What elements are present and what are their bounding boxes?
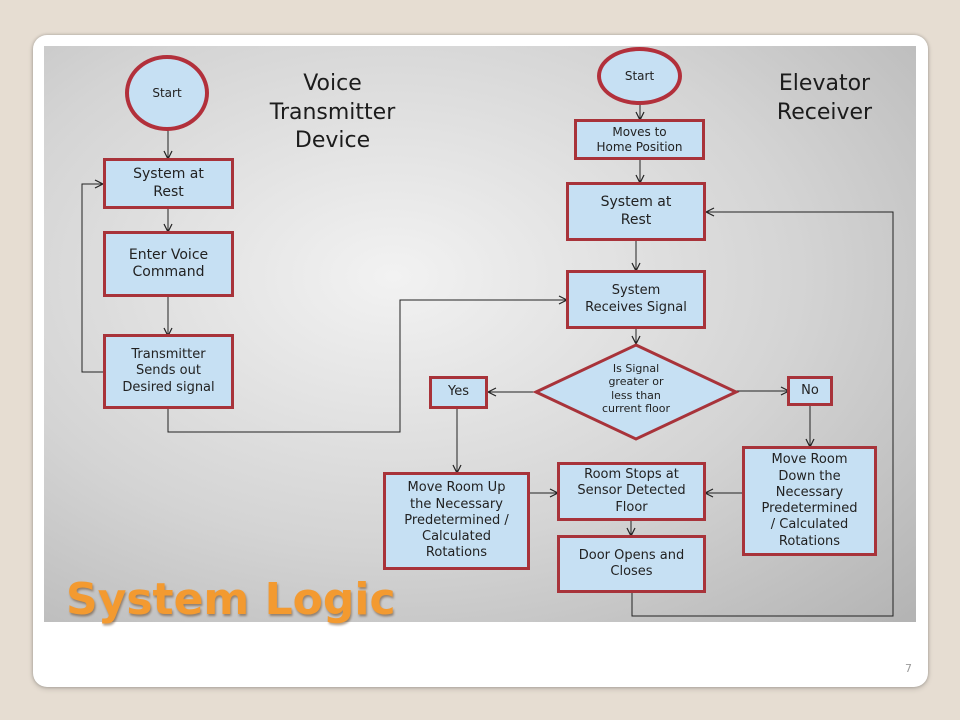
- door-node: Door Opens and Closes: [557, 535, 706, 593]
- arrow-sends-loop-to-rest: [81, 184, 104, 373]
- receives-signal-node: System Receives Signal: [566, 270, 706, 329]
- receiver-start-label: Start: [624, 69, 655, 83]
- transmitter-sends-node: Transmitter Sends out Desired signal: [103, 334, 234, 409]
- receiver-rest-node: System at Rest: [566, 182, 706, 241]
- receives-signal-label: System Receives Signal: [585, 283, 687, 315]
- transmitter-rest-label: System at Rest: [133, 166, 204, 200]
- page-number: 7: [905, 662, 912, 675]
- transmitter-heading: Voice Transmitter Device: [269, 71, 396, 154]
- yes-label: Yes: [448, 384, 469, 400]
- slide-title: System Logic: [66, 574, 396, 625]
- move-up-node: Move Room Up the Necessary Predetermined…: [383, 472, 530, 570]
- no-node: No: [787, 376, 833, 406]
- door-label: Door Opens and Closes: [578, 547, 685, 579]
- receiver-heading: Elevator Receiver: [776, 71, 873, 125]
- transmitter-start-node: Start: [125, 55, 209, 131]
- room-stops-node: Room Stops at Sensor Detected Floor: [557, 462, 706, 521]
- decision-label: Is Signal greater or less than current f…: [601, 362, 671, 416]
- arrow-door-loop-to-rest: [631, 212, 894, 617]
- move-up-label: Move Room Up the Necessary Predetermined…: [404, 480, 509, 561]
- enter-command-label: Enter Voice Command: [128, 246, 209, 281]
- room-stops-label: Room Stops at Sensor Detected Floor: [577, 467, 686, 515]
- transmitter-sends-label: Transmitter Sends out Desired signal: [122, 347, 215, 395]
- receiver-start-node: Start: [597, 47, 682, 105]
- transmitter-start-label: Start: [152, 86, 182, 100]
- home-position-label: Moves to Home Position: [596, 124, 683, 154]
- no-label: No: [801, 382, 819, 398]
- decision-diamond: [532, 343, 740, 441]
- move-down-node: Move Room Down the Necessary Predetermin…: [742, 446, 877, 556]
- receiver-rest-label: System at Rest: [600, 194, 672, 228]
- home-position-node: Moves to Home Position: [574, 119, 705, 160]
- enter-command-node: Enter Voice Command: [103, 231, 234, 297]
- move-down-label: Move Room Down the Necessary Predetermin…: [761, 452, 858, 549]
- transmitter-rest-node: System at Rest: [103, 158, 234, 209]
- yes-node: Yes: [429, 376, 488, 409]
- arrow-sends-to-receives: [167, 300, 567, 433]
